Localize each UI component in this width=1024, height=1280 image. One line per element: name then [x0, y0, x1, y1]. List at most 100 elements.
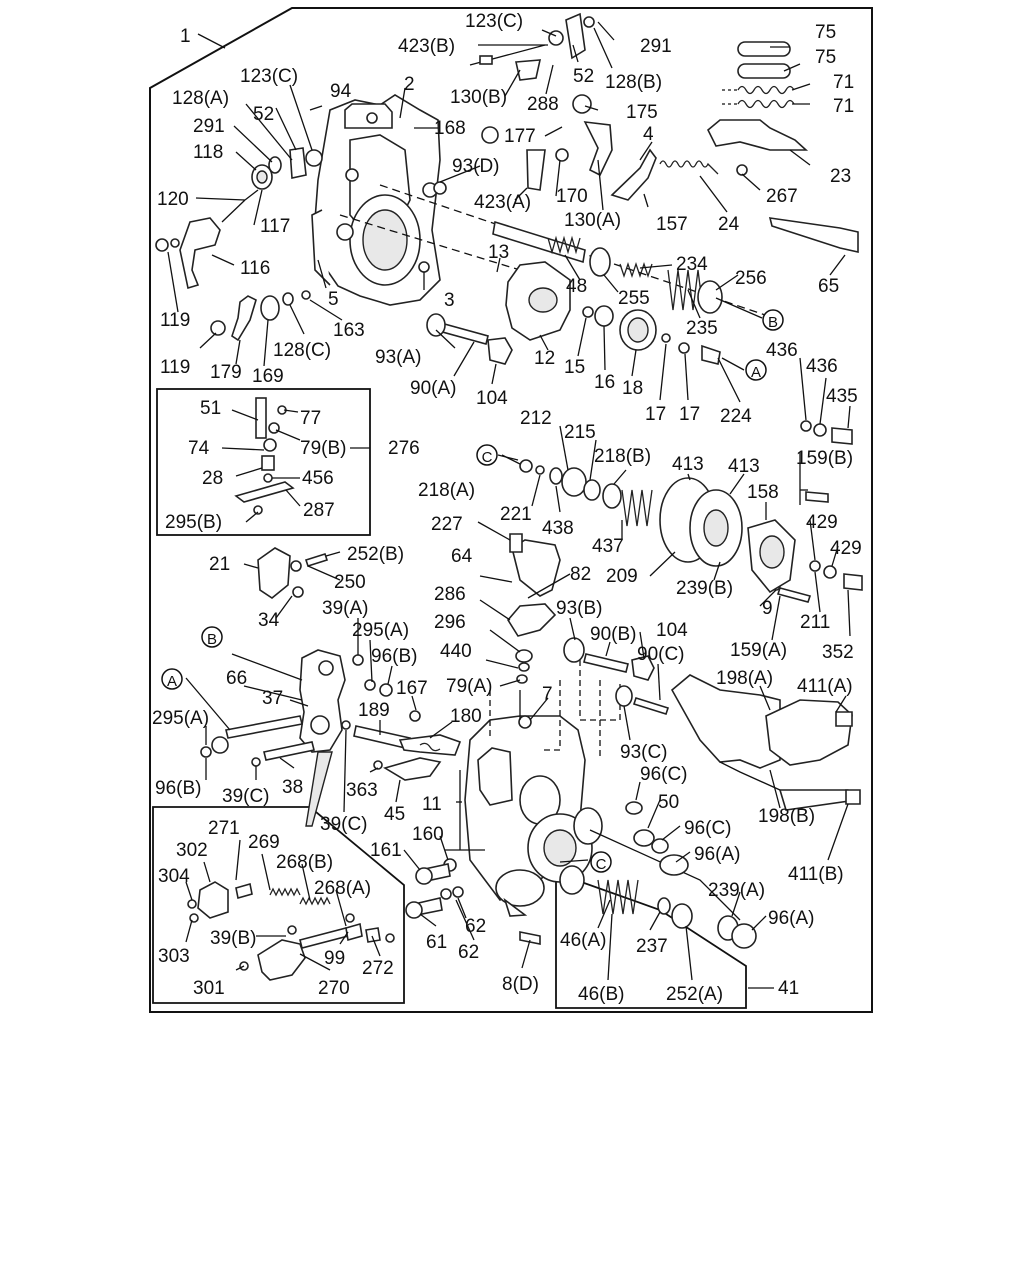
part-label: 218(A) [418, 480, 475, 501]
bracket-198b [765, 699, 853, 766]
part-label: 46(B) [578, 984, 624, 1005]
plate-287 [234, 481, 295, 503]
part-label: 221 [500, 504, 532, 525]
bracket-64 [511, 539, 561, 597]
lever-21 [257, 547, 291, 599]
part-label: 11 [422, 794, 442, 815]
part-label: 46(A) [560, 930, 606, 951]
subassembly-box-41 [555, 872, 747, 1009]
part-label: 235 [686, 318, 718, 339]
part-label: 2 [404, 74, 415, 95]
part-label: 352 [822, 642, 854, 663]
part-label: 291 [640, 36, 672, 57]
plate-270 [257, 939, 306, 981]
part-label: 363 [346, 780, 378, 801]
part-label: 250 [334, 572, 366, 593]
lever-116 [179, 217, 221, 290]
part-label: 123(C) [240, 66, 298, 87]
pump-housing [311, 94, 441, 306]
part-label: 99 [324, 948, 345, 969]
part-label: 287 [303, 500, 335, 521]
part-label: 93(C) [620, 742, 668, 763]
lever-180 [398, 734, 462, 756]
part-label: 51 [200, 398, 221, 419]
part-label: 21 [209, 554, 230, 575]
part-label: 3 [444, 290, 455, 311]
part-label: 288 [527, 94, 559, 115]
lever-45 [383, 757, 442, 781]
part-labels: 1 123(C) 291 423(B) 52 128(B) 75 75 71 7… [152, 11, 862, 1005]
part-label: 456 [302, 468, 334, 489]
part-label: 93(B) [556, 598, 602, 619]
part-label: 411(A) [797, 676, 853, 697]
part-label: 276 [388, 438, 420, 459]
part-label: 413 [672, 454, 704, 475]
lever-4 [610, 148, 657, 201]
part-label: 269 [248, 832, 280, 853]
part-label: 96(C) [684, 818, 732, 839]
part-label: 119 [160, 357, 190, 378]
part-label: 180 [450, 706, 482, 727]
part-label: 52 [253, 104, 274, 125]
subassembly-box-276 [156, 388, 371, 536]
cap-104 [487, 337, 513, 365]
part-label: 440 [440, 641, 472, 662]
marker-b-left-text: B [207, 631, 217, 648]
part-label: 252(B) [347, 544, 404, 565]
spring-24 [659, 160, 719, 175]
part-label: 296 [434, 612, 466, 633]
part-label: 413 [728, 456, 760, 477]
drive-shaft [492, 220, 723, 314]
marker-b-right-text: B [768, 314, 778, 331]
part-label: 189 [358, 700, 390, 721]
subassembly-box-271 [152, 806, 405, 1004]
part-label: 286 [434, 584, 466, 605]
part-label: 435 [826, 386, 858, 407]
part-label: 52 [573, 66, 594, 87]
part-label: 17 [645, 404, 666, 425]
part-label: 93(D) [452, 156, 500, 177]
part-label: 82 [570, 564, 591, 585]
part-label: 161 [370, 840, 402, 861]
part-label: 224 [720, 406, 752, 427]
marker-c-low-text: C [596, 856, 607, 873]
part-label: 38 [282, 777, 303, 798]
part-label: 291 [193, 116, 225, 137]
marker-c-mid [476, 444, 498, 466]
part-label: 268(A) [314, 878, 371, 899]
part-label: 94 [330, 81, 352, 102]
part-label: 256 [735, 268, 767, 289]
part-label: 96(B) [371, 646, 417, 667]
part-label: 128(B) [605, 72, 662, 93]
part-label: 7 [542, 684, 553, 705]
part-label: 423(B) [398, 36, 455, 57]
part-label: 41 [778, 978, 799, 999]
part-label: 65 [818, 276, 839, 297]
part-label: 79(A) [446, 676, 492, 697]
part-label: 157 [656, 214, 688, 235]
part-label: 13 [488, 242, 509, 263]
part-label: 1 [180, 26, 191, 47]
part-label: 267 [766, 186, 798, 207]
part-label: 159(A) [730, 640, 787, 661]
part-label: 130(A) [564, 210, 621, 231]
pump-body [464, 715, 593, 917]
marker-c-low [590, 851, 612, 873]
part-label: 436 [806, 356, 838, 377]
part-label: 438 [542, 518, 574, 539]
plate-65 [768, 217, 859, 253]
part-label: 295(A) [152, 708, 209, 729]
part-label: 255 [618, 288, 650, 309]
part-label: 75 [815, 47, 836, 68]
part-label: 295(A) [352, 620, 409, 641]
part-label: 23 [830, 166, 851, 187]
part-label: 48 [566, 276, 587, 297]
lever-179 [231, 295, 257, 342]
marker-b-right [762, 309, 784, 331]
part-label: 170 [556, 186, 588, 207]
part-label: 116 [240, 258, 270, 279]
part-label: 128(C) [273, 340, 331, 361]
leader-lines [167, 21, 851, 989]
part-label: 5 [328, 289, 339, 310]
